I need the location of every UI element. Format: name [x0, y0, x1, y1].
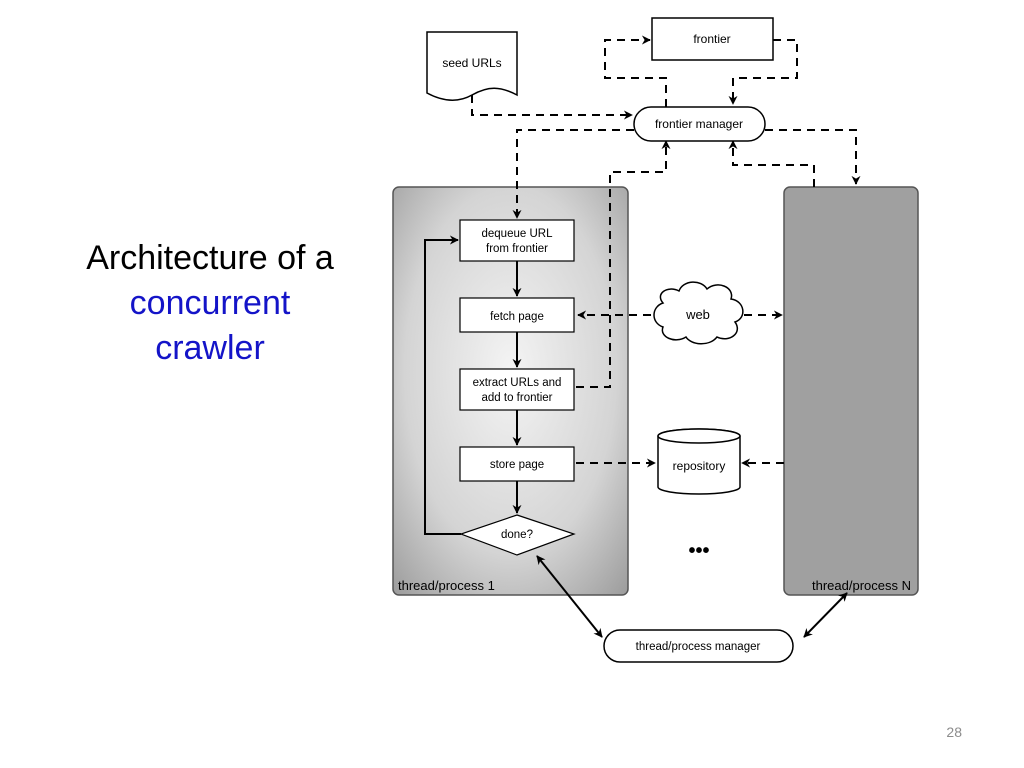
- thread-n-to-manager-arrow: [728, 140, 815, 187]
- repository-cylinder-top: [657, 428, 741, 444]
- seed-urls-document: [426, 31, 518, 101]
- fetch-page-label: fetch page: [490, 311, 544, 323]
- store-page-label: store page: [490, 459, 544, 471]
- done-label: done?: [501, 529, 533, 541]
- seed-urls-label: seed URLs: [442, 56, 501, 70]
- manager-to-dequeue-arrow: [512, 129, 634, 219]
- thread-process-manager-pill: [603, 629, 794, 663]
- thread-process-n-label: thread/process N: [812, 578, 911, 593]
- frontier-manager-label: frontier manager: [655, 117, 743, 131]
- thread-process-manager-label: thread/process manager: [636, 641, 761, 653]
- thread-n-to-manager-link: [803, 592, 848, 638]
- extract-to-manager-arrow: [576, 140, 671, 388]
- manager-to-frontier-arrow: [604, 35, 667, 107]
- extract-urls-box: [459, 368, 575, 411]
- dequeue-url-line-2: from frontier: [486, 243, 548, 255]
- frontier-box: [651, 17, 774, 61]
- frontier-to-manager-arrow: [728, 39, 798, 105]
- done-loop-back-arrow: [424, 235, 461, 535]
- extract-urls-line-1: extract URLs and: [473, 377, 562, 389]
- frontier-manager-pill: [633, 106, 766, 142]
- done-decision-diamond: [459, 514, 576, 556]
- extract-urls-line-2: add to frontier: [482, 392, 553, 404]
- dequeue-url-box: [459, 219, 575, 262]
- store-page-box: [459, 446, 575, 482]
- done-to-manager-link: [536, 555, 603, 638]
- title-line-2: concurrent: [129, 284, 291, 322]
- dequeue-url-line-1: dequeue URL: [482, 228, 554, 240]
- more-threads-ellipsis: •••: [688, 540, 709, 562]
- slide-title: Architecture of a concurrent crawler: [40, 236, 380, 371]
- web-label: web: [685, 307, 710, 322]
- thread-process-1-label: thread/process 1: [398, 578, 495, 593]
- title-line-1: Architecture of a: [86, 239, 334, 277]
- manager-to-thread-n-arrow: [765, 129, 861, 185]
- repository-label: repository: [673, 459, 726, 473]
- fetch-page-box: [459, 297, 575, 333]
- title-line-3: crawler: [155, 329, 265, 367]
- thread-process-n-container: [783, 186, 919, 596]
- seed-to-manager-arrow: [471, 95, 633, 120]
- web-cloud: [653, 281, 744, 345]
- page-number: 28: [946, 724, 962, 740]
- frontier-label: frontier: [693, 32, 730, 46]
